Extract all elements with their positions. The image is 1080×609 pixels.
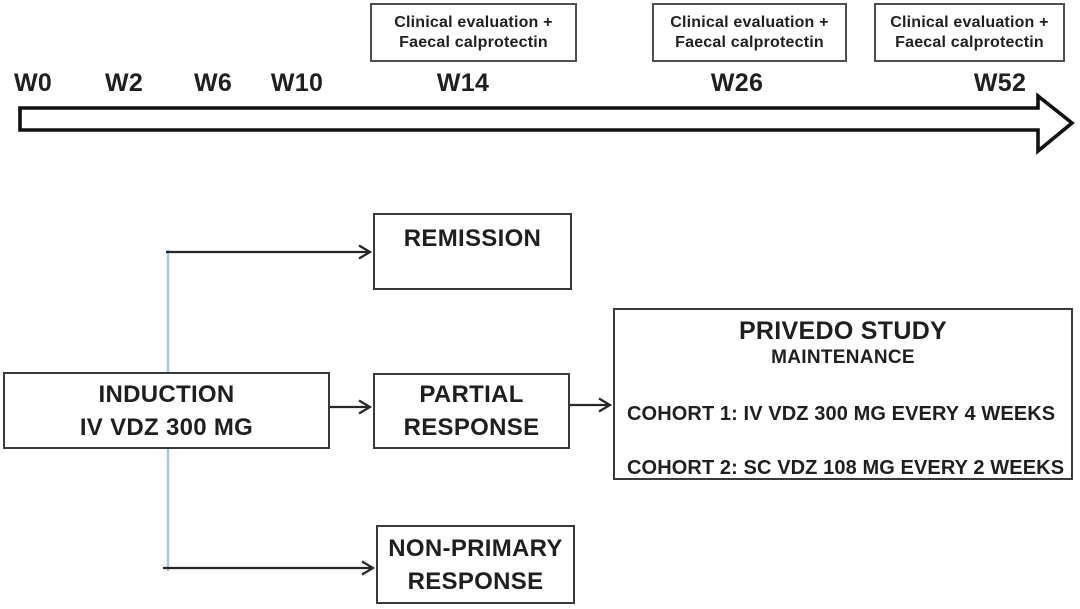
partial-response-line1: PARTIAL [419, 381, 524, 408]
non-primary-line1: NON-PRIMARY [388, 534, 563, 562]
checkpoint-line1: Clinical evaluation + [890, 13, 1049, 31]
checkpoint-box-w14: Clinical evaluation + Faecal calprotecti… [370, 3, 577, 62]
week-label-w14: W14 [436, 69, 490, 97]
remission-label: REMISSION [403, 225, 542, 252]
week-label-w0: W0 [13, 69, 53, 97]
privedo-cohort2: COHORT 2: SC VDZ 108 MG EVERY 2 WEEKS [627, 457, 1065, 479]
non-primary-line2: RESPONSE [407, 567, 544, 595]
week-label-w2: W2 [104, 69, 144, 97]
checkpoint-line2: Faecal calprotectin [895, 33, 1044, 51]
privedo-subtitle: MAINTENANCE [771, 347, 915, 368]
checkpoint-box-w26: Clinical evaluation + Faecal calprotecti… [652, 3, 847, 62]
privedo-cohort1: COHORT 1: IV VDZ 300 MG EVERY 4 WEEKS [627, 403, 1056, 425]
week-label-w6: W6 [193, 69, 233, 97]
week-label-w26: W26 [710, 69, 764, 97]
partial-response-box: PARTIAL RESPONSE [373, 373, 570, 449]
induction-box: INDUCTION IV VDZ 300 MG [3, 372, 330, 449]
induction-line1: INDUCTION [98, 380, 235, 408]
week-label-w10: W10 [270, 69, 324, 97]
partial-response-line2: RESPONSE [403, 414, 540, 441]
checkpoint-box-w52: Clinical evaluation + Faecal calprotecti… [874, 3, 1065, 62]
timeline-arrow [18, 92, 1075, 155]
checkpoint-line1: Clinical evaluation + [670, 13, 829, 31]
week-label-w52: W52 [973, 69, 1027, 97]
remission-box: REMISSION [373, 213, 572, 290]
non-primary-response-box: NON-PRIMARY RESPONSE [376, 525, 575, 604]
checkpoint-line2: Faecal calprotectin [675, 33, 824, 51]
privedo-title: PRIVEDO STUDY [738, 317, 948, 345]
checkpoint-line2: Faecal calprotectin [399, 33, 548, 51]
privedo-study-box: PRIVEDO STUDY MAINTENANCE COHORT 1: IV V… [613, 308, 1073, 480]
induction-line2: IV VDZ 300 MG [79, 413, 254, 441]
checkpoint-line1: Clinical evaluation + [394, 13, 553, 31]
